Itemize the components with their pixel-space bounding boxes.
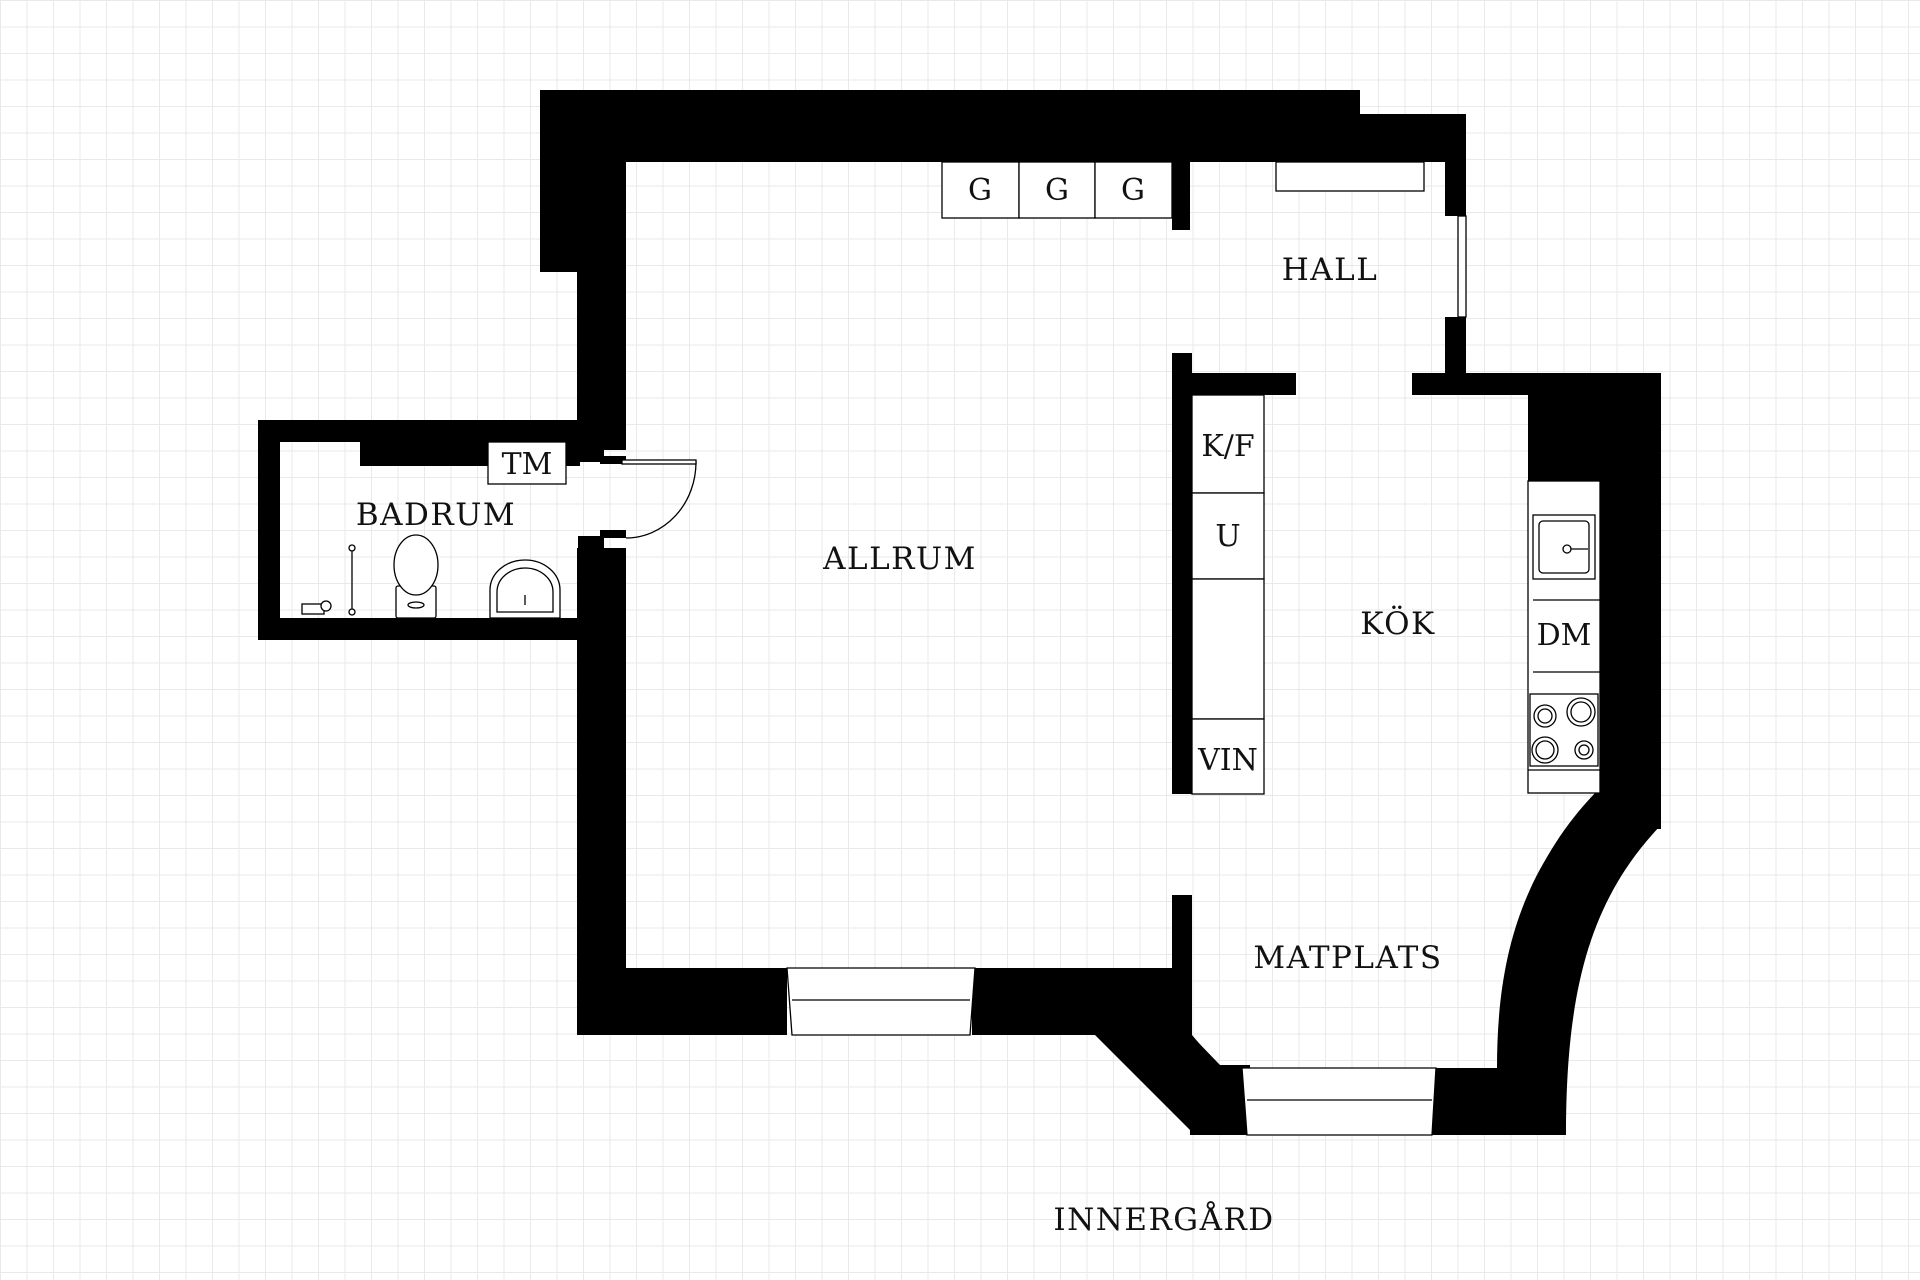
door-jamb-bottom xyxy=(600,530,626,538)
room-label-allrum: ALLRUM xyxy=(822,541,977,577)
room-label-hall: HALL xyxy=(1282,252,1379,288)
room-label-kok: KÖK xyxy=(1360,604,1435,642)
door-swing-bath xyxy=(625,461,697,539)
walls xyxy=(258,90,1661,1135)
wall-bath-right-upper xyxy=(578,420,604,462)
wardrobe-2 xyxy=(1018,161,1096,219)
washbasin-icon xyxy=(489,559,561,619)
stove-icon xyxy=(1529,693,1599,767)
wall-hall-right-upper xyxy=(1445,114,1466,216)
label-wardrobe-1: G xyxy=(968,173,992,208)
wall-bath-right-lower xyxy=(578,536,604,640)
wall-kitchen-top-strip xyxy=(1412,373,1552,395)
appliance-column xyxy=(1191,394,1265,795)
wall-matplats-bottom-right xyxy=(1432,1068,1502,1135)
label-innergard: INNERGÅRD xyxy=(1053,1200,1274,1238)
wall-partition-vertical xyxy=(1172,353,1192,794)
wall-right-curve-band xyxy=(1500,788,1660,1135)
label-wardrobe-2: G xyxy=(1045,173,1069,208)
washing-machine xyxy=(487,441,567,485)
wardrobes xyxy=(941,161,1425,219)
shower-icon xyxy=(301,544,356,616)
labels: HALL ALLRUM BADRUM KÖK MATPLATS INNERGÅR… xyxy=(356,173,1592,1238)
label-washer: TM xyxy=(502,447,553,482)
window-allrum xyxy=(786,967,976,1036)
window-hall xyxy=(1457,215,1467,318)
cabinet-blank xyxy=(1191,578,1265,720)
wine-cooler xyxy=(1191,718,1265,795)
wall-bottom-left xyxy=(577,968,787,1035)
wardrobe-1 xyxy=(941,161,1020,219)
label-dishwasher: DM xyxy=(1537,618,1592,653)
wall-top xyxy=(540,90,1360,162)
door-jamb-top xyxy=(600,456,626,464)
windows xyxy=(786,215,1467,1136)
wall-left-upper-inner xyxy=(577,260,626,450)
room-label-badrum: BADRUM xyxy=(356,497,516,533)
kitchen-counter xyxy=(1527,480,1601,794)
wall-left-upper xyxy=(540,90,626,272)
wall-bath-bottom xyxy=(258,618,608,640)
oven xyxy=(1191,492,1265,580)
fridge-freezer xyxy=(1191,394,1265,494)
wall-hall-right-lower xyxy=(1445,317,1466,395)
bathroom-fixtures xyxy=(301,441,567,619)
wall-partition-top xyxy=(1172,373,1296,395)
wardrobe-3 xyxy=(1094,161,1173,219)
window-matplats xyxy=(1241,1067,1437,1136)
door-leaf-bath xyxy=(621,459,697,465)
hall-shelf xyxy=(1275,161,1425,192)
wall-partition-matplats xyxy=(1172,895,1192,1075)
label-oven: U xyxy=(1215,519,1240,554)
label-fridge-freezer: K/F xyxy=(1201,429,1254,464)
wall-wardrobe-end xyxy=(1172,160,1190,230)
toilet-icon xyxy=(393,534,439,619)
label-wine-cooler: VIN xyxy=(1197,743,1258,778)
wall-bath-left xyxy=(258,420,280,638)
doors xyxy=(600,456,697,539)
room-label-matplats: MATPLATS xyxy=(1253,940,1442,976)
label-wardrobe-3: G xyxy=(1121,173,1145,208)
wall-matplats-bottom-left2 xyxy=(1190,1065,1250,1135)
